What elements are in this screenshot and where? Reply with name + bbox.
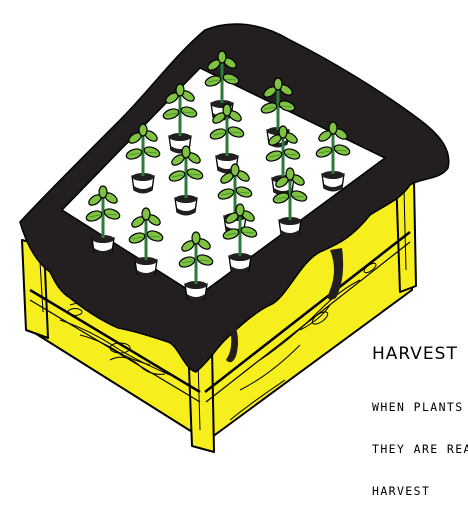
caption-line-1: WHEN PLANTS [372,400,468,414]
caption-body: WHEN PLANTS THEY ARE REA HARVEST [372,372,468,526]
caption: HARVEST WHEN PLANTS THEY ARE REA HARVEST [372,344,468,526]
caption-line-3: HARVEST [372,484,468,498]
caption-title: HARVEST [372,344,468,364]
caption-line-2: THEY ARE REA [372,442,468,456]
